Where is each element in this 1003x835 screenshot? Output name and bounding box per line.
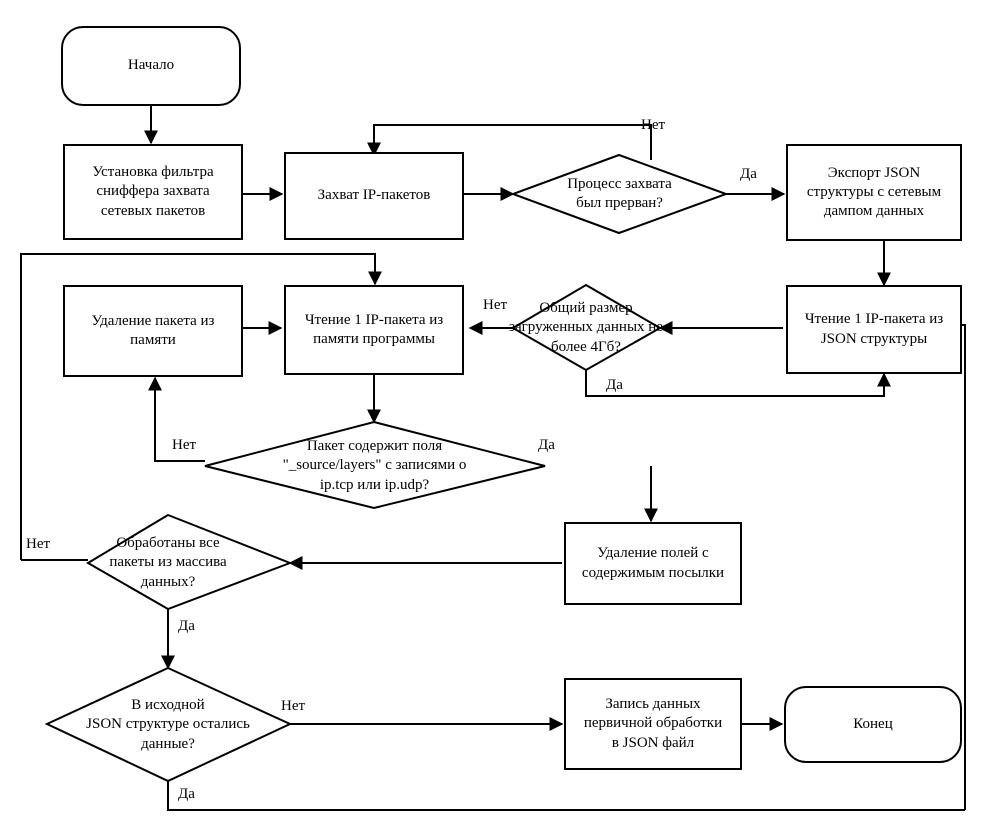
node-capture[interactable]: Захват IP-пакетов <box>284 152 464 240</box>
edge-label-fields-no: Нет <box>172 437 197 453</box>
node-has-fields[interactable]: Пакет содержит поля "_source/layers" с з… <box>222 428 527 504</box>
diamond-interrupted <box>510 153 729 235</box>
edge-label-interrupted-no: Нет <box>641 117 666 133</box>
node-interrupted-label: Процесс захвата был прерван? <box>567 175 672 211</box>
node-size-check[interactable]: Общий размер загруженных данных не более… <box>505 288 667 368</box>
edge-label-all-done-no: Нет <box>26 536 51 552</box>
node-json-left[interactable]: В исходной JSON структуре остались данны… <box>55 686 281 764</box>
diamond-all-done <box>86 513 293 611</box>
node-write-json-label: Запись данных первичной обработки в JSON… <box>583 696 723 751</box>
node-json-left-label: В исходной JSON структуре остались данны… <box>86 697 250 752</box>
edge-label-json-left-yes: Да <box>178 786 195 802</box>
node-export-json-label: Экспорт JSON структуры с сетевым дампом … <box>806 164 942 220</box>
node-has-fields-label: Пакет содержит поля "_source/layers" с з… <box>282 438 467 493</box>
node-set-filter[interactable]: Установка фильтра сниффера захвата сетев… <box>63 144 243 240</box>
node-capture-label: Захват IP-пакетов <box>317 187 431 204</box>
node-set-filter-label: Установка фильтра сниффера захвата сетев… <box>92 164 214 219</box>
edge-label-json-left-no: Нет <box>281 698 306 714</box>
node-delete-payload[interactable]: Удаление полей с содержимым посылки <box>564 522 742 605</box>
diamond-size-check <box>511 283 663 372</box>
node-interrupted[interactable]: Процесс захвата был прерван? <box>513 155 726 233</box>
node-export-json[interactable]: Экспорт JSON структуры с сетевым дампом … <box>786 144 962 241</box>
node-read-mem[interactable]: Чтение 1 IP-пакета из памяти программы <box>284 285 464 375</box>
node-read-mem-label: Чтение 1 IP-пакета из памяти программы <box>304 311 444 347</box>
node-start-label: Начало <box>127 57 175 74</box>
edge-interrupted-no-to-capture <box>367 124 652 160</box>
diamond-json-left <box>44 666 293 783</box>
node-read-json-label: Чтение 1 IP-пакета из JSON структуры <box>804 311 944 347</box>
node-read-json[interactable]: Чтение 1 IP-пакета из JSON структуры <box>786 285 962 374</box>
node-delete-packet[interactable]: Удаление пакета из памяти <box>63 285 243 377</box>
node-all-done-label: Обработаны все пакеты из массива данных? <box>109 535 227 590</box>
edge-label-size-no: Нет <box>483 297 508 313</box>
node-end[interactable]: Конец <box>784 686 962 763</box>
node-write-json[interactable]: Запись данных первичной обработки в JSON… <box>564 678 742 770</box>
edge-label-all-done-yes: Да <box>178 618 195 634</box>
node-delete-payload-label: Удаление полей с содержимым посылки <box>581 545 725 581</box>
edge-outer-left-to-read-mem <box>20 253 382 560</box>
edge-label-size-yes: Да <box>606 377 623 393</box>
node-all-done[interactable]: Обработаны все пакеты из массива данных? <box>92 524 244 602</box>
diamond-has-fields <box>204 420 546 510</box>
node-end-label: Конец <box>853 715 893 732</box>
node-start[interactable]: Начало <box>61 26 241 106</box>
node-delete-packet-label: Удаление пакета из памяти <box>91 312 215 348</box>
edge-label-interrupted-yes: Да <box>740 166 757 182</box>
node-size-check-label: Общий размер загруженных данных не более… <box>509 300 663 355</box>
edge-size-yes-to-read-json <box>585 369 891 397</box>
edge-json-left-yes-rail <box>167 780 965 811</box>
edge-label-fields-yes: Да <box>538 437 555 453</box>
edge-fields-no-to-delete-pkt <box>148 376 205 462</box>
